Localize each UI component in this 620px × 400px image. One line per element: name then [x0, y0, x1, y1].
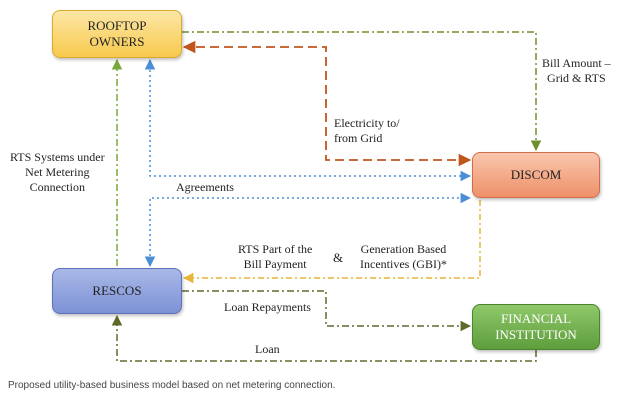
agreements-connector-rooftop	[144, 58, 472, 182]
electricity-label: Electricity to/ from Grid	[334, 116, 400, 145]
discom-label: DISCOM	[510, 167, 562, 182]
loan-label: Loan	[255, 342, 280, 356]
gbi-label: Generation Based Incentives (GBI)*	[360, 242, 447, 271]
electricity-connector	[182, 40, 472, 167]
loan-repayments-connector	[182, 290, 472, 332]
bill-amount-label: Bill Amount – Grid & RTS	[542, 56, 611, 85]
figure-caption: Proposed utility-based business model ba…	[8, 380, 336, 391]
loan-connector	[111, 314, 537, 362]
rooftop-owners-label: ROOFTOP OWNERS	[87, 18, 147, 49]
rts-part-label: RTS Part of the Bill Payment	[238, 242, 313, 271]
financial-institution-label: FINANCIAL INSTITUTION	[495, 311, 577, 342]
rescos-label: RESCOS	[92, 283, 142, 298]
loan-repayments-label: Loan Repayments	[224, 300, 311, 314]
ampersand-label: &	[333, 250, 344, 265]
agreements-connector-rescos	[144, 192, 472, 268]
rooftop-owners-node: ROOFTOP OWNERS	[52, 10, 182, 58]
connector-lines	[111, 31, 542, 362]
gbi-payment-connector	[182, 200, 481, 284]
rts-systems-label: RTS Systems under Net Metering Connectio…	[10, 150, 105, 194]
discom-node: DISCOM	[472, 152, 600, 198]
agreements-label: Agreements	[176, 180, 234, 194]
rescos-node: RESCOS	[52, 268, 182, 314]
financial-institution-node: FINANCIAL INSTITUTION	[472, 304, 600, 350]
business-model-diagram: ROOFTOP OWNERS DISCOM RESCOS FINANCIAL I…	[10, 10, 611, 362]
